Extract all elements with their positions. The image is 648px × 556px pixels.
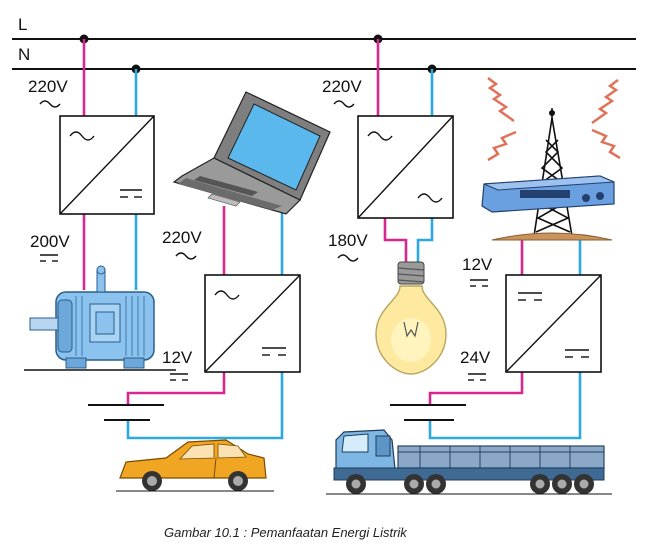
car-icon (116, 439, 274, 492)
ac-symbol (367, 131, 393, 141)
figure-caption: Gambar 10.1 : Pemanfaatan Energi Listrik (164, 525, 408, 540)
radio-tower-icon (481, 77, 621, 241)
laptop-icon (172, 91, 331, 215)
converter-motor (59, 115, 155, 215)
label-180v: 180V (328, 231, 368, 250)
label-24v-truck: 24V (460, 348, 491, 367)
dc-symbol (262, 347, 286, 356)
label-220v-laptop: 220V (162, 228, 202, 247)
dc-symbol (565, 349, 589, 358)
light-bulb-icon (375, 261, 447, 375)
label-200v: 200V (30, 232, 70, 251)
label-12v-radio: 12V (462, 255, 493, 274)
dc-symbol (120, 189, 142, 198)
bus-neutral-label: N (18, 45, 30, 64)
ground-symbol (88, 404, 466, 421)
ac-symbol (69, 131, 95, 141)
converter-lamp (357, 115, 454, 219)
bus-line-label: L (18, 15, 27, 34)
voltage-labels: 220V 200V 220V 12V 220V 180V 12V 24V (28, 77, 493, 381)
ac-symbol (214, 290, 240, 300)
motor-icon (24, 265, 176, 371)
label-12v-car: 12V (162, 348, 193, 367)
label-220v-motor: 220V (28, 77, 68, 96)
converter-car (204, 274, 301, 373)
ac-symbol (417, 193, 443, 203)
supply-bus: L N (12, 15, 636, 74)
label-220v-lamp: 220V (322, 77, 362, 96)
dc-symbol (518, 292, 542, 301)
truck-icon (326, 429, 612, 495)
converter-truck (505, 274, 602, 373)
